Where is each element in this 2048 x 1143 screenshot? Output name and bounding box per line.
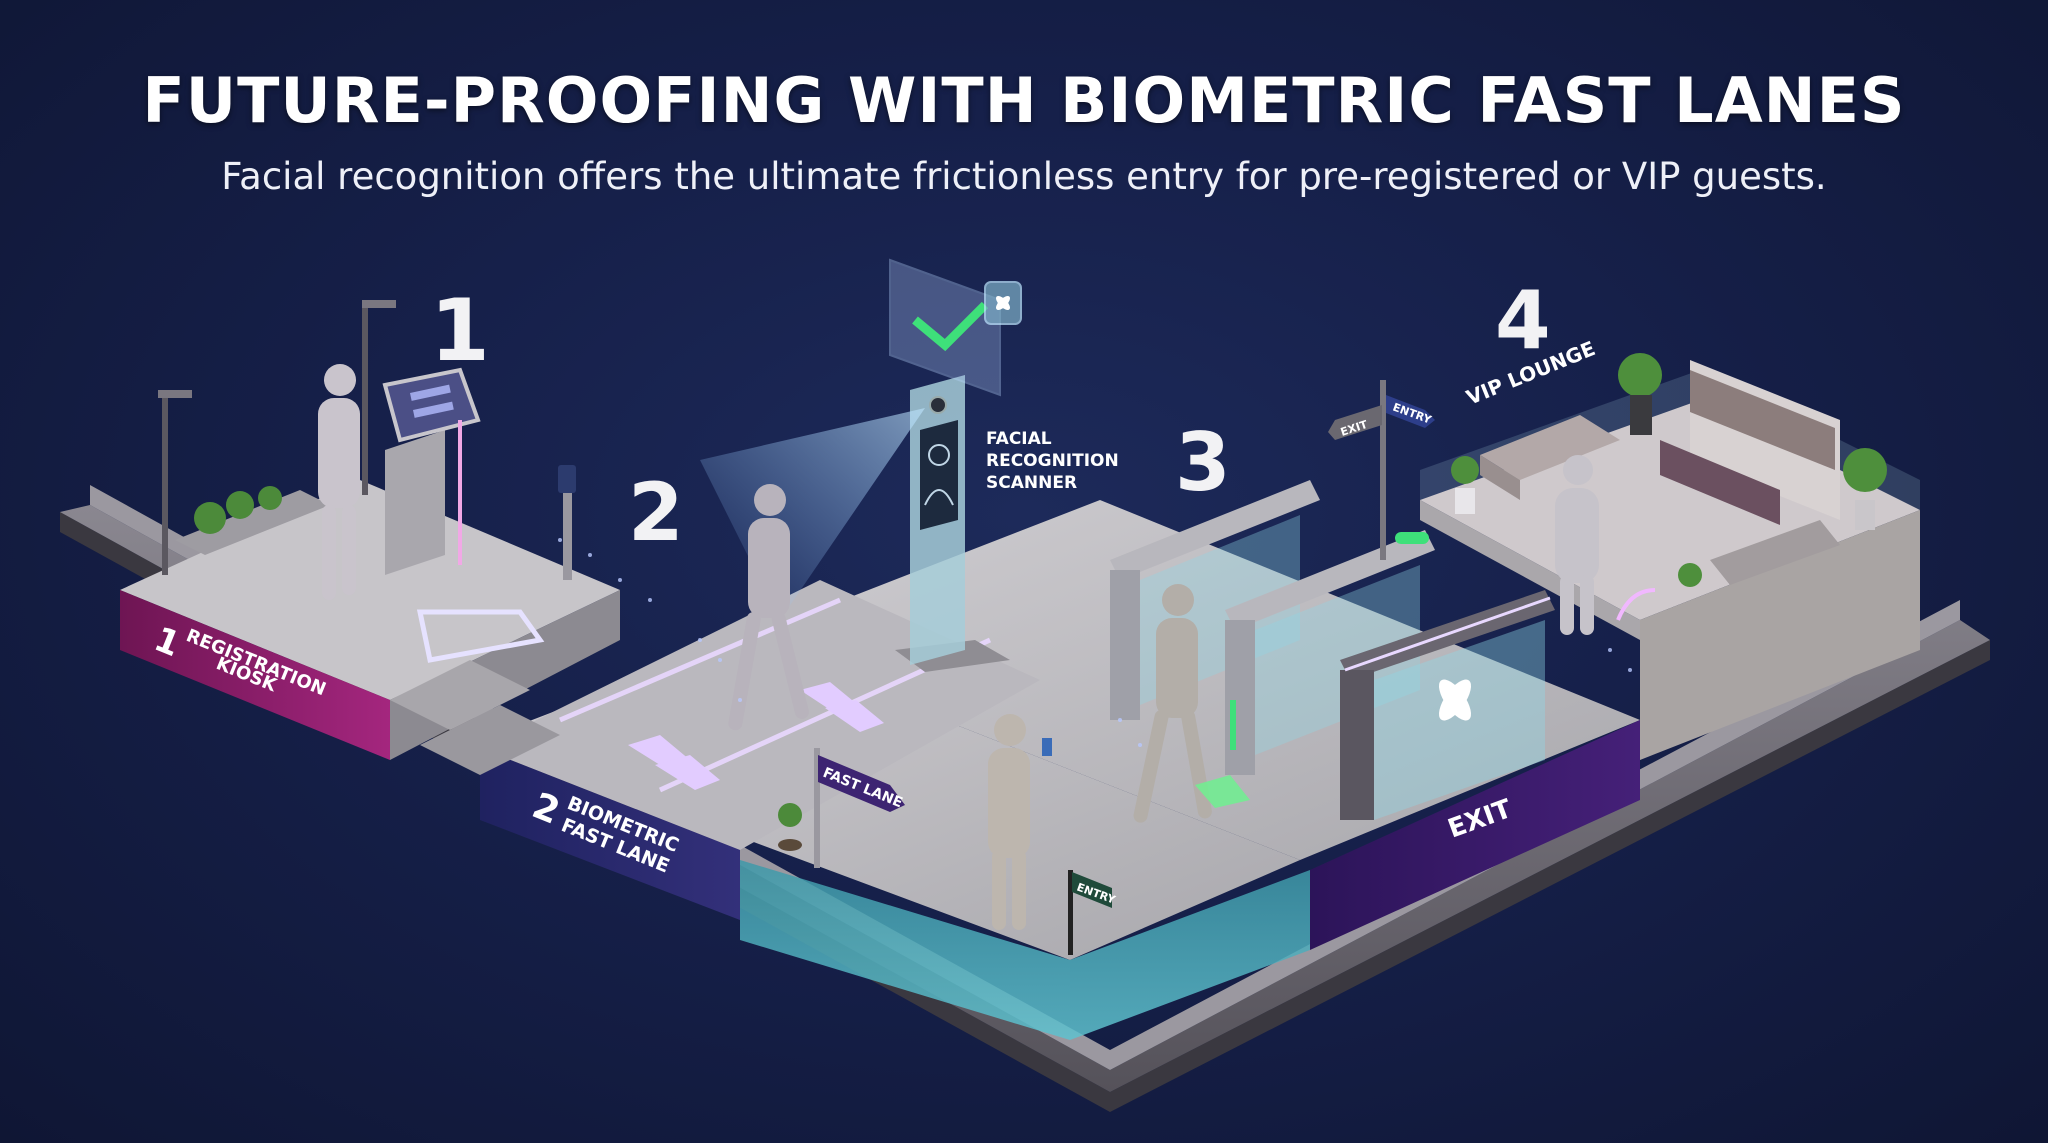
face-scan-icon [924, 444, 954, 506]
stage-number-2: 2 [628, 466, 684, 559]
glass-wall-right [1070, 870, 1310, 1040]
person-figure-5 [1555, 455, 1599, 635]
stage-1-platform: 1 REGISTRATION KIOSK [120, 300, 620, 775]
vip-lounge: VIP LOUNGE [1420, 336, 1920, 760]
flower-logo-icon [1438, 679, 1472, 721]
sparkle-particles [558, 538, 1632, 747]
scanner-label-line1: FACIAL [986, 429, 1052, 449]
person-figure-1 [318, 364, 360, 600]
plant-icon [194, 486, 282, 534]
stage-number-3: 3 [1175, 416, 1231, 509]
speed-gates [1110, 480, 1555, 820]
green-arrow-icon [1195, 775, 1250, 808]
lamp-post [362, 305, 368, 495]
curved-arrow-icon [1616, 588, 1656, 621]
scanner-label-line2: RECOGNITION [986, 451, 1119, 471]
registration-kiosk [382, 367, 481, 575]
lamp-post [162, 395, 168, 575]
stage-number-1: 1 [430, 281, 490, 381]
plant-icon [1451, 353, 1887, 587]
stage-2-lane: 2 BIOMETRIC FAST LANE [480, 580, 1040, 920]
person-figure-3 [988, 714, 1052, 930]
scanner-label-line3: SCANNER [986, 473, 1077, 493]
checkmark-icon [912, 301, 989, 352]
stage-number-4: 4 [1495, 274, 1551, 367]
phone-stand [563, 480, 572, 580]
header: FUTURE-PROOFING WITH BIOMETRIC FAST LANE… [0, 64, 2048, 198]
person-figure-2 [728, 484, 809, 731]
verification-panel [889, 258, 1001, 397]
flower-logo-icon [996, 296, 1010, 310]
glass-wall-left [740, 860, 1070, 1040]
arrow-icon [416, 609, 545, 663]
exit-panel [1310, 720, 1640, 950]
page-title: FUTURE-PROOFING WITH BIOMETRIC FAST LANE… [142, 64, 1906, 137]
chevron-arrows-icon [628, 682, 884, 790]
page-subtitle: Facial recognition offers the ultimate f… [221, 155, 1827, 198]
